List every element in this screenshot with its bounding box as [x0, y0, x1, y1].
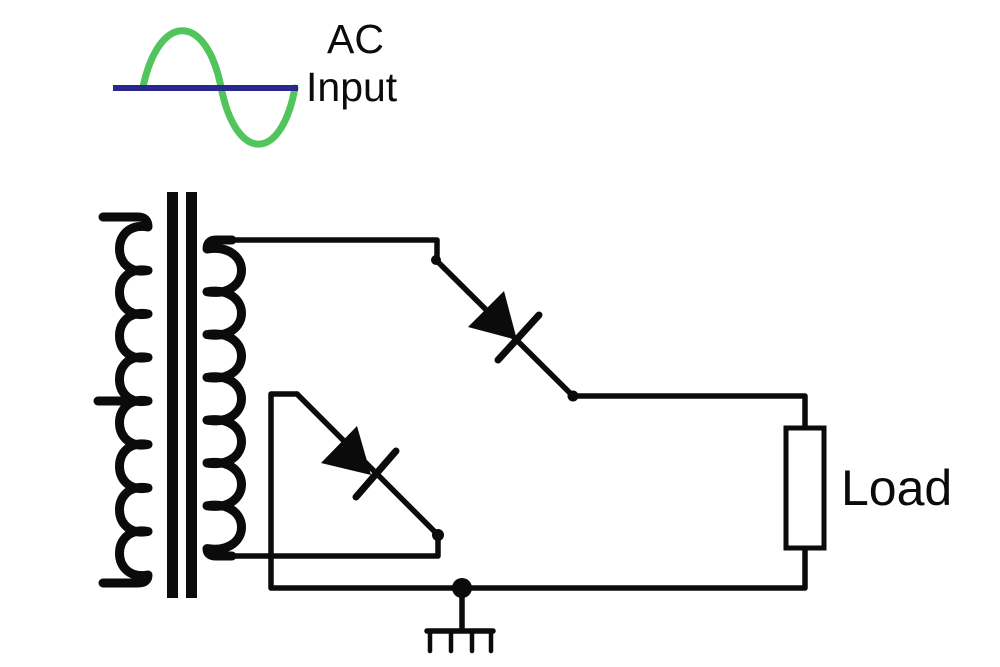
junction-dot-upper-diode-out: [567, 390, 579, 402]
transformer-core-bar-left: [167, 192, 178, 598]
ac-input-label: Input: [306, 64, 398, 110]
transformer-primary-coil: [98, 212, 153, 588]
diode-upper-triangle-icon: [468, 291, 517, 340]
secondary-bottom-wire: [211, 532, 441, 559]
diode-lower-triangle-icon: [321, 426, 371, 475]
load-resistor: [783, 425, 827, 551]
diode-lower-cathode-bar: [352, 447, 400, 501]
load-label: Load: [841, 460, 953, 516]
ac-label: AC: [327, 16, 384, 62]
transformer-secondary-coil: [202, 235, 246, 561]
ac-input-waveform: [113, 27, 299, 148]
secondary-top-wire: [227, 237, 440, 263]
transformer-core-bar-right: [186, 192, 197, 598]
ground-symbol-icon: [424, 585, 496, 654]
load-top-wire: [570, 393, 808, 431]
transformer: [93, 192, 246, 598]
diode-upper: [468, 291, 543, 364]
wires: [211, 237, 808, 591]
diode-lower: [321, 426, 400, 501]
load-bottom-and-ground-rail: [268, 391, 808, 591]
junction-dot-top-corner: [431, 255, 441, 265]
junction-dot-lower-diode-out: [432, 529, 444, 541]
diode-upper-cathode-bar: [494, 311, 543, 364]
